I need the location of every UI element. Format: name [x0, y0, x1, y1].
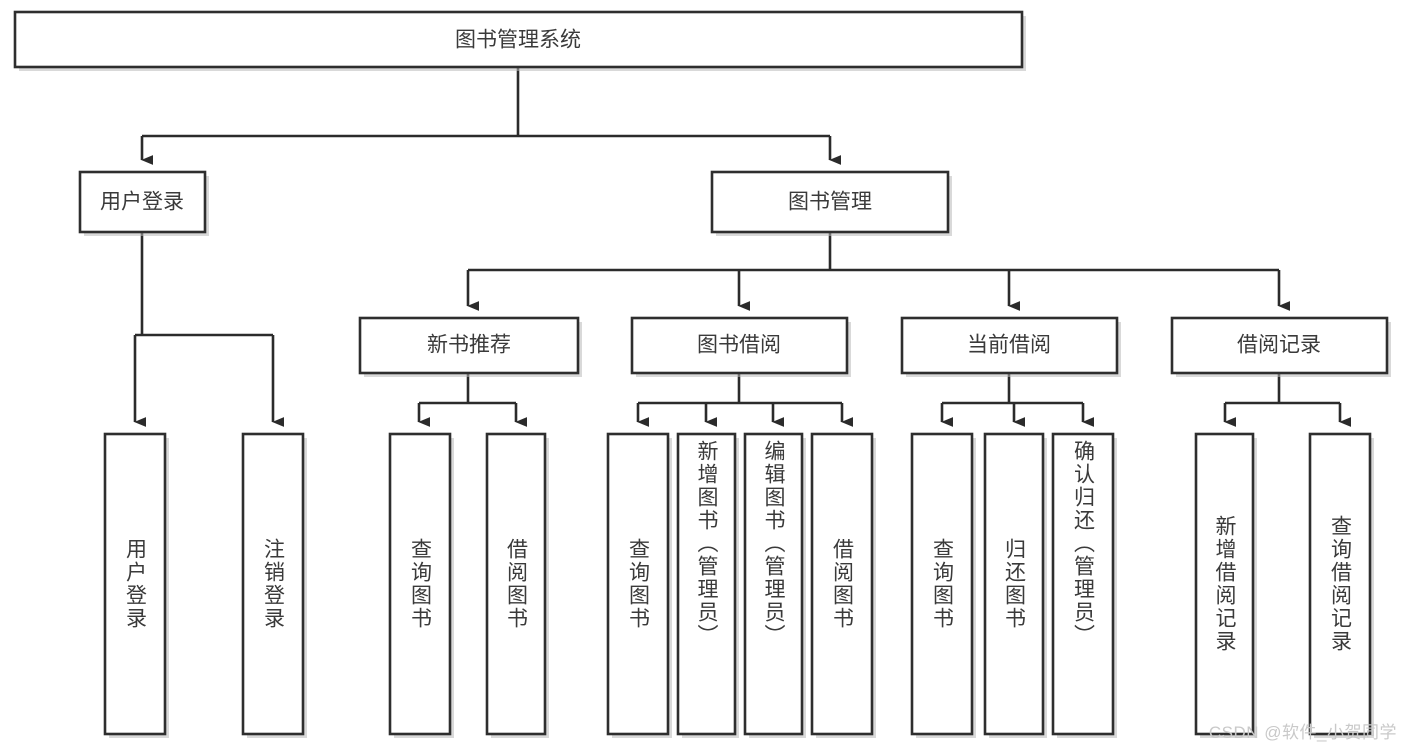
node-book-manage-label: 图书管理	[788, 191, 872, 214]
leaf-box-logout[interactable]	[241, 432, 305, 736]
node-root[interactable]: 图书管理系统	[13, 10, 1026, 71]
node-borrow-record-label: 借阅记录	[1237, 334, 1321, 357]
leaf-boxes	[103, 432, 1374, 738]
leaf-box-confirm-return[interactable]	[1051, 432, 1115, 736]
leaf-box-query-book-3[interactable]	[910, 432, 974, 736]
node-user-login-label: 用户登录	[100, 191, 184, 214]
connector-group-root	[140, 67, 842, 165]
node-new-book-recommend[interactable]: 新书推荐	[358, 316, 582, 377]
leaf-box-edit-book[interactable]	[743, 432, 804, 736]
connector-group-book-borrow	[636, 373, 854, 427]
node-root-label: 图书管理系统	[455, 29, 581, 52]
node-book-borrow[interactable]: 图书借阅	[630, 316, 851, 377]
node-borrow-record[interactable]: 借阅记录	[1170, 316, 1391, 377]
leaf-box-query-book-1[interactable]	[388, 432, 452, 736]
leaf-box-add-borrow-record[interactable]	[1194, 432, 1255, 736]
leaf-box-query-book-2[interactable]	[606, 432, 670, 736]
node-current-borrow-label: 当前借阅	[967, 334, 1051, 357]
connector-group-current-borrow	[940, 373, 1095, 427]
connector-group-user-login	[133, 232, 285, 427]
leaf-box-add-book[interactable]	[676, 432, 737, 736]
node-current-borrow[interactable]: 当前借阅	[900, 316, 1121, 377]
watermark-text: CSDN @软件_小贺同学	[1208, 723, 1397, 742]
leaf-box-user-login[interactable]	[103, 432, 167, 736]
node-book-manage[interactable]: 图书管理	[710, 170, 952, 236]
leaf-box-return-book[interactable]	[983, 432, 1045, 736]
connector-group-borrow-record	[1223, 373, 1352, 427]
node-user-login[interactable]: 用户登录	[78, 170, 209, 236]
leaf-box-borrow-book-2[interactable]	[810, 432, 874, 736]
node-book-borrow-label: 图书借阅	[697, 334, 781, 357]
connector-group-book-manage	[466, 232, 1291, 311]
node-new-book-recommend-label: 新书推荐	[427, 334, 511, 357]
connector-group-new-books	[417, 373, 528, 427]
leaf-box-borrow-book-1[interactable]	[485, 432, 547, 736]
leaf-box-query-borrow-record[interactable]	[1308, 432, 1372, 736]
